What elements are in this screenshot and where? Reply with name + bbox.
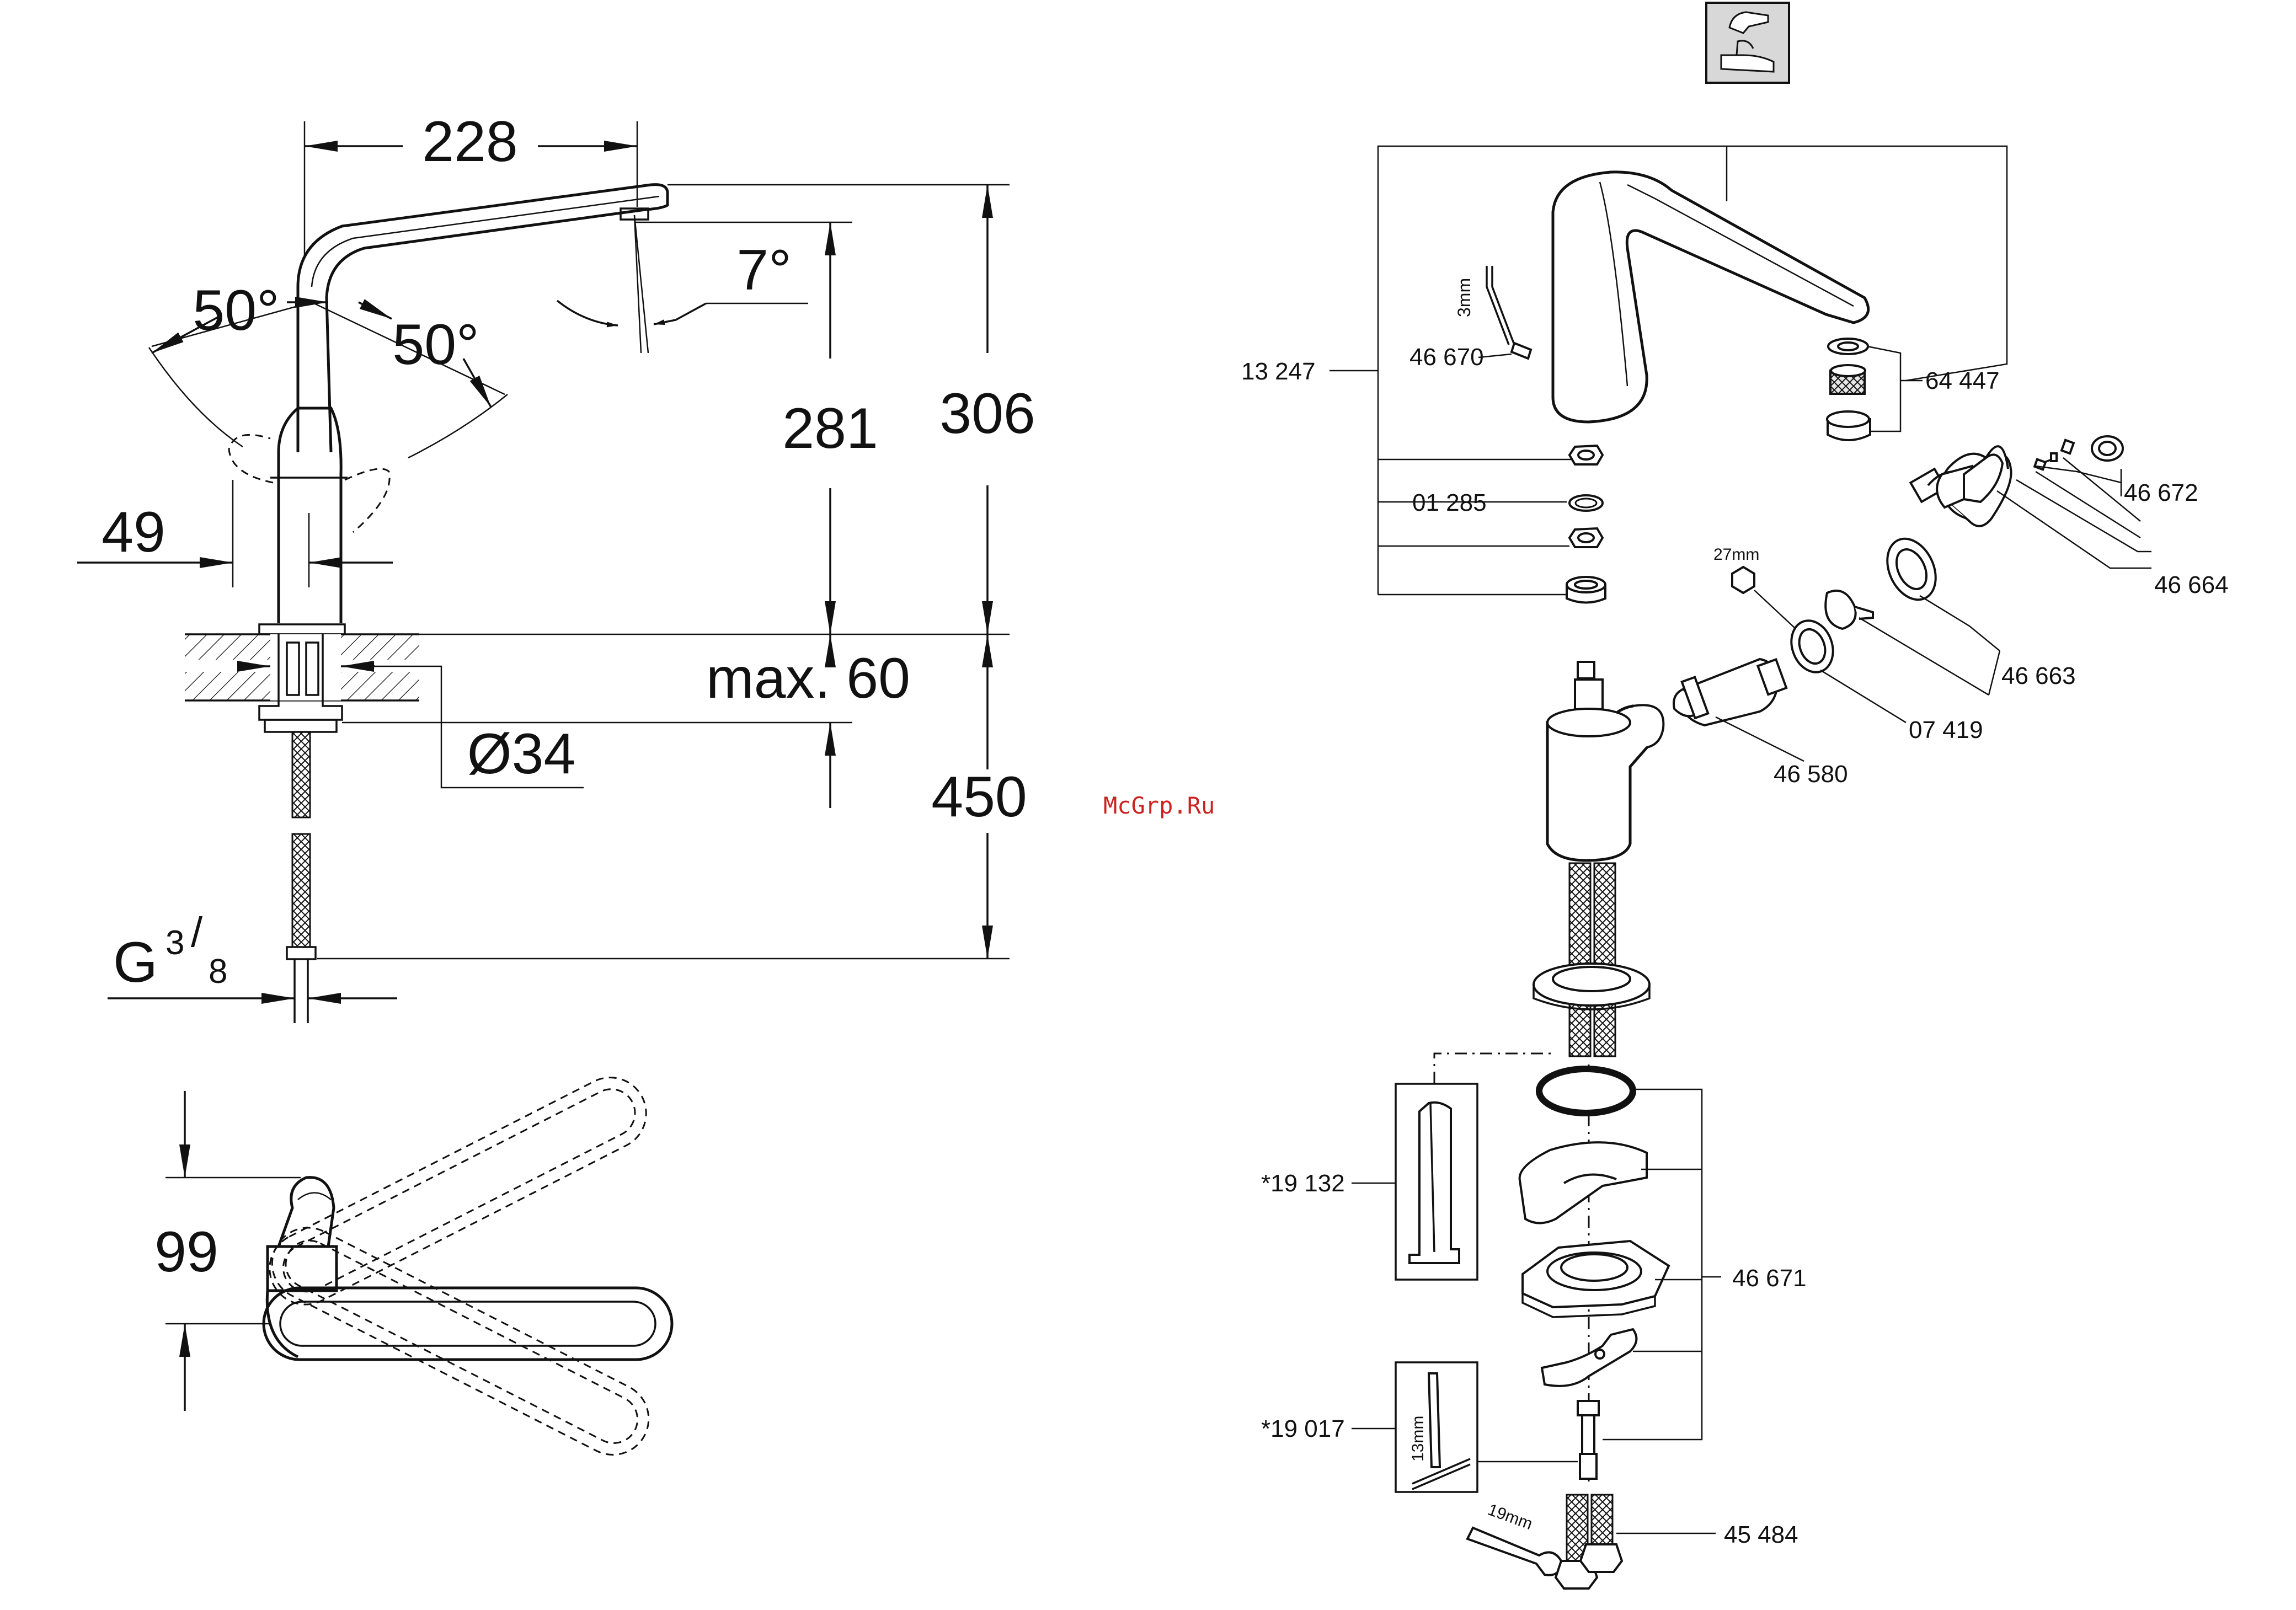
dim-306-label: 306 bbox=[939, 382, 1035, 446]
watermark-text: McGrp.Ru bbox=[1103, 792, 1215, 819]
part-13247-label: 13 247 bbox=[1241, 358, 1316, 385]
faucet-type-icon bbox=[1706, 3, 1789, 83]
exploded-spout bbox=[1553, 172, 1868, 422]
hex-tool-27mm bbox=[1732, 567, 1754, 593]
retaining-ring-46663: 46 663 bbox=[1825, 531, 2075, 695]
top-view: 99 bbox=[154, 1065, 672, 1467]
lever-handle bbox=[1910, 446, 2011, 526]
exploded-parts-view: 13 247 3mm 46 670 64 447 bbox=[1241, 3, 2229, 1588]
lever-screw bbox=[2035, 440, 2074, 469]
part-46663-label: 46 663 bbox=[2001, 662, 2076, 689]
dim-281-label: 281 bbox=[782, 397, 878, 461]
hose-connector bbox=[287, 947, 316, 959]
dim-49: 49 bbox=[77, 480, 393, 587]
dim-99-label: 99 bbox=[154, 1220, 218, 1284]
part-46671-label: 46 671 bbox=[1732, 1265, 1807, 1292]
part-46672-label: 46 672 bbox=[2124, 479, 2198, 506]
supply-hose-lower bbox=[292, 834, 310, 947]
spout-inner-line bbox=[312, 196, 659, 287]
tool-3mm-label: 3mm bbox=[1454, 278, 1474, 317]
tool-box-19017: 13mm *19 017 bbox=[1261, 1362, 1578, 1492]
tool-box-19132: *19 132 bbox=[1261, 1053, 1553, 1280]
tool-13mm-label: 13mm bbox=[1409, 1416, 1427, 1462]
part-46670-label: 46 670 bbox=[1409, 344, 1484, 371]
part-64447-label: 64 447 bbox=[1925, 367, 2000, 394]
threaded-pin bbox=[1578, 1401, 1599, 1479]
part-19017-label: *19 017 bbox=[1261, 1415, 1345, 1442]
part-46580-label: 46 580 bbox=[1774, 761, 1848, 788]
dim-swivel-right-label: 50° bbox=[392, 313, 479, 377]
dim-swivel-left-label: 50° bbox=[193, 279, 279, 343]
dim-max60-label: max. 60 bbox=[706, 646, 910, 710]
tool-19mm-label: 19mm bbox=[1486, 1501, 1535, 1534]
mounting-plate bbox=[1523, 1241, 1669, 1317]
dim-7deg: 7° bbox=[557, 215, 808, 353]
top-handle bbox=[279, 1178, 334, 1247]
part-01285-label: 01 285 bbox=[1412, 489, 1487, 516]
tool-27mm-label: 27mm bbox=[1713, 545, 1759, 564]
bracket-13247: 13 247 bbox=[1241, 146, 2007, 595]
dim-g38-slash: / bbox=[191, 909, 203, 956]
dim-g38-numerator: 3 bbox=[165, 924, 184, 962]
dim-99: 99 bbox=[154, 1091, 301, 1411]
spout-ghost-lower bbox=[260, 1216, 661, 1467]
cartridge-46580: 46 580 bbox=[1674, 659, 1848, 788]
horseshoe-washer bbox=[1520, 1142, 1647, 1223]
spout-ghost-upper bbox=[257, 1065, 658, 1317]
exploded-faucet-body bbox=[1547, 662, 1663, 860]
dim-228-label: 228 bbox=[422, 110, 518, 174]
top-spout bbox=[264, 1288, 672, 1360]
dim-450-label: 450 bbox=[931, 765, 1027, 829]
part-45484-label: 45 484 bbox=[1724, 1521, 1798, 1548]
dim-450: 450 bbox=[317, 634, 1027, 959]
part-07419-label: 07 419 bbox=[1909, 716, 1983, 744]
supply-hose-upper bbox=[292, 732, 310, 817]
spout-outline bbox=[298, 185, 668, 452]
dim-g38-label: G bbox=[113, 930, 158, 994]
body-hose-right bbox=[1594, 863, 1615, 1056]
aerator-set-64447: 64 447 bbox=[1827, 339, 2000, 440]
o-ring-large bbox=[1539, 1069, 1633, 1113]
dim-g38: G 3 / 8 bbox=[108, 909, 397, 998]
dim-g38-denominator: 8 bbox=[209, 953, 227, 991]
dim-34-label: Ø34 bbox=[467, 722, 576, 786]
base-flange bbox=[259, 624, 345, 634]
handle-ghost-right bbox=[345, 469, 389, 532]
part-19132-label: *19 132 bbox=[1261, 1170, 1345, 1197]
dim-7deg-label: 7° bbox=[736, 238, 791, 302]
supply-hoses-45484: 45 484 bbox=[1556, 1495, 1798, 1588]
part-46664-label: 46 664 bbox=[2154, 571, 2229, 598]
dim-49-label: 49 bbox=[102, 500, 165, 564]
body-hose-left bbox=[1569, 863, 1590, 1056]
dim-228: 228 bbox=[305, 110, 637, 259]
dim-max60: max. 60 bbox=[342, 634, 1010, 808]
nut-stack-01285: 01 285 bbox=[1412, 446, 1605, 603]
mounting-nut bbox=[265, 720, 337, 732]
spanner-19mm: 19mm bbox=[1467, 1501, 1561, 1575]
side-elevation-view: 228 50° 50° 7° 2 bbox=[77, 110, 1035, 1023]
